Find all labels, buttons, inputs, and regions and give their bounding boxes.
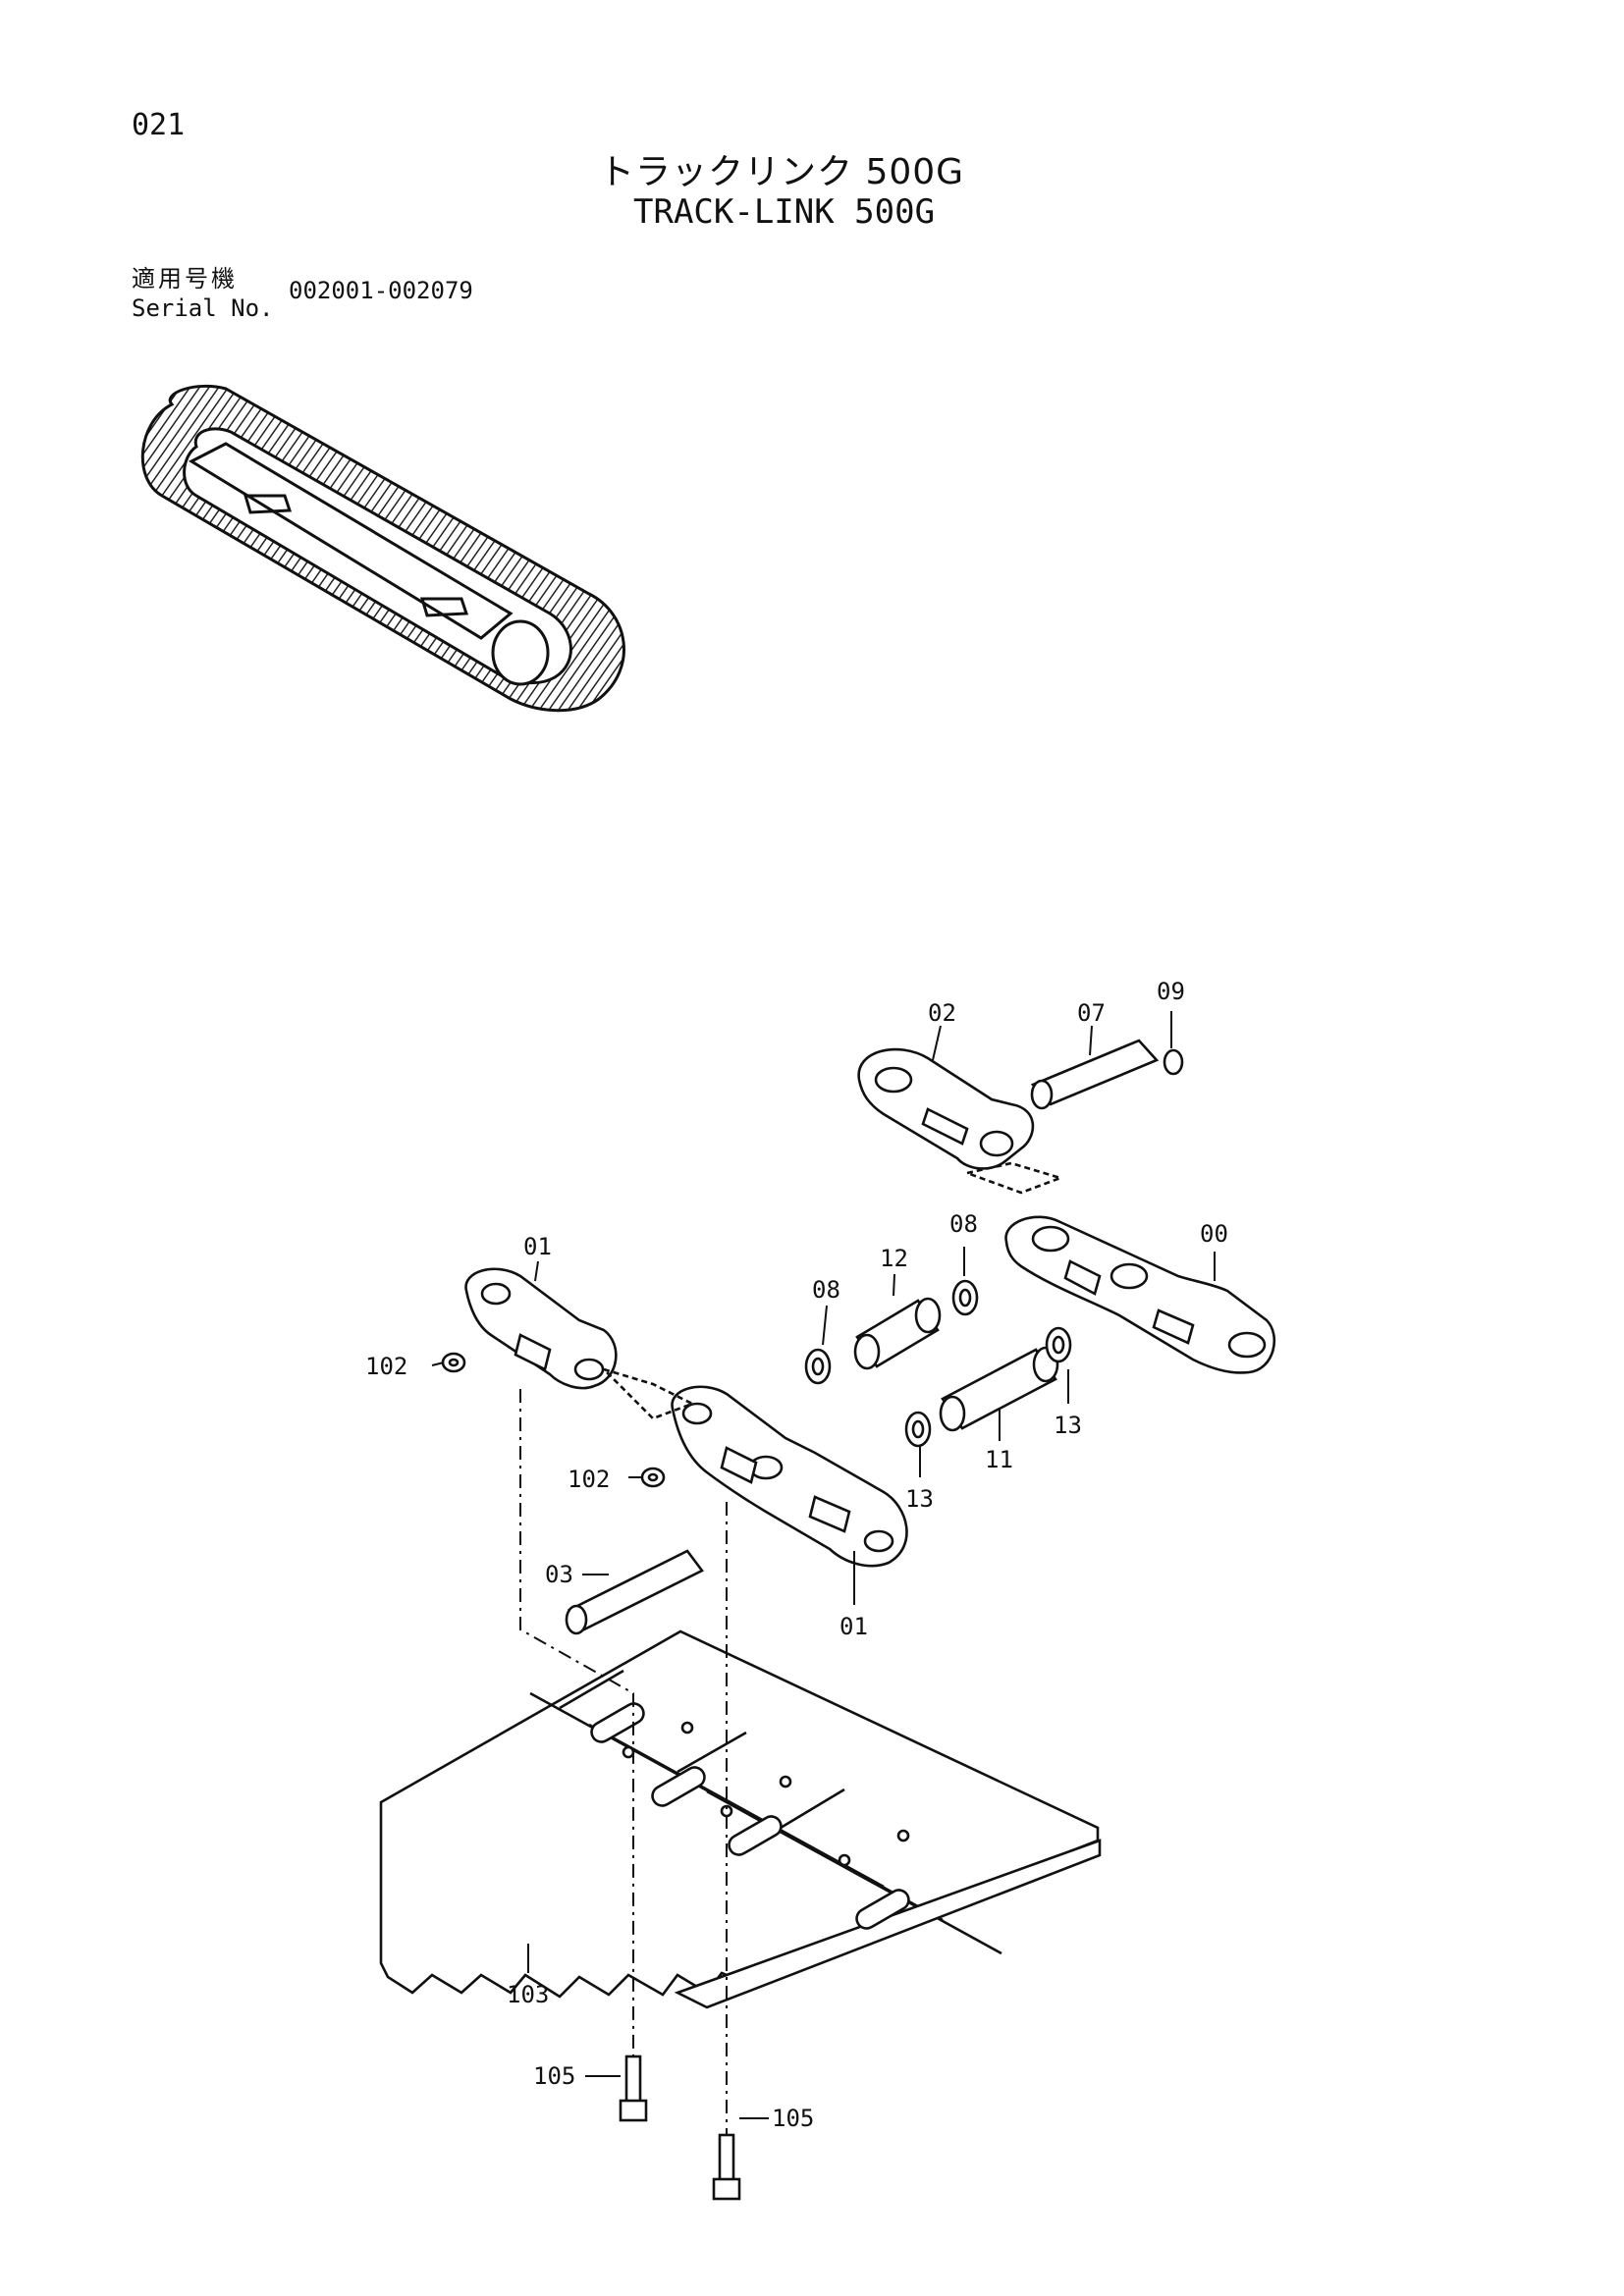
- label-11: 11: [985, 1446, 1013, 1473]
- page-number: 021: [132, 108, 186, 142]
- leader-lines: [431, 1011, 1216, 2119]
- bushing-12: [853, 1297, 942, 1370]
- nuts-102: [441, 1352, 666, 1488]
- title-japanese: トラックリンク 500G: [599, 152, 965, 192]
- serial-label-english: Serial No.: [132, 294, 274, 322]
- link-01-center: [603, 1367, 908, 1568]
- label-105-left: 105: [533, 2062, 575, 2090]
- serial-range: 002001-002079: [289, 277, 473, 304]
- label-08-lower: 08: [812, 1276, 840, 1304]
- label-09: 09: [1157, 978, 1185, 1005]
- seal-rings: [804, 1279, 1072, 1448]
- label-102-upper: 102: [365, 1353, 407, 1380]
- snap-ring-09: [1163, 1048, 1184, 1076]
- label-13-center: 13: [905, 1485, 934, 1513]
- title-english: TRACK-LINK 500G: [633, 192, 936, 232]
- serial-label-japanese: 適用号機: [132, 265, 238, 293]
- pin-03: [565, 1549, 704, 1635]
- alignment-lines: [519, 1389, 728, 2135]
- track-assembly-overview: [140, 384, 625, 713]
- label-01-upper: 01: [523, 1233, 552, 1260]
- link-02: [857, 1047, 1065, 1195]
- link-01-left: [464, 1267, 618, 1390]
- master-link-00: [1004, 1215, 1275, 1374]
- label-13-right: 13: [1054, 1412, 1082, 1439]
- label-02: 02: [928, 999, 956, 1027]
- label-03: 03: [545, 1561, 573, 1588]
- label-01-lower: 01: [839, 1613, 868, 1640]
- track-shoe-assembly: [379, 1629, 1102, 2009]
- label-105-right: 105: [772, 2105, 814, 2132]
- label-102-lower: 102: [568, 1466, 610, 1493]
- part-labels: 09 02 07 08 00 01 12 08 102 13 11 102 13…: [365, 978, 1228, 2132]
- bolts-105: [619, 2055, 741, 2201]
- bushing-11: [939, 1346, 1059, 1432]
- label-12: 12: [880, 1245, 908, 1272]
- label-08-upper: 08: [949, 1210, 978, 1238]
- label-07: 07: [1077, 999, 1106, 1027]
- label-00: 00: [1200, 1220, 1228, 1248]
- label-103: 103: [507, 1981, 549, 2008]
- pin-07: [1030, 1039, 1160, 1110]
